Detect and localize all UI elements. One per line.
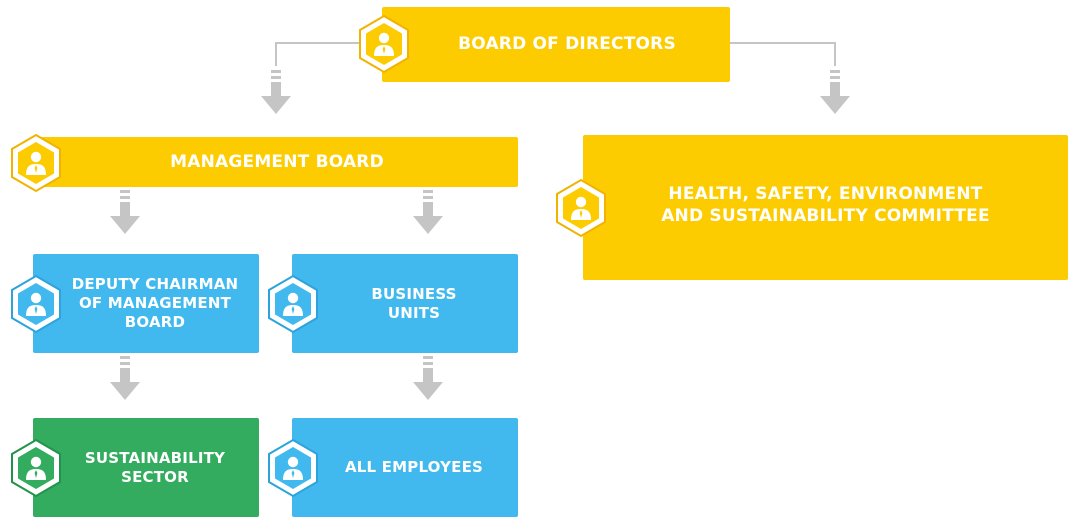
node-sustainability-sector: SUSTAINABILITY SECTOR	[33, 418, 259, 517]
arrow-to-business-units	[408, 190, 448, 236]
arrow-to-hse-committee	[815, 70, 855, 116]
arrow-to-sustainability-sector	[105, 356, 145, 402]
node-all-employees: ALL EMPLOYEES	[292, 418, 518, 517]
node-hse-committee: HEALTH, SAFETY, ENVIRONMENT AND SUSTAINA…	[583, 135, 1068, 280]
person-icon	[9, 438, 63, 498]
node-label: MANAGEMENT BOARD	[170, 151, 384, 172]
node-label: HEALTH, SAFETY, ENVIRONMENT AND SUSTAINA…	[661, 183, 990, 226]
line-to-hse-committee	[729, 42, 836, 66]
person-icon	[357, 14, 411, 74]
person-icon	[554, 178, 608, 238]
node-management-board: MANAGEMENT BOARD	[36, 137, 518, 187]
node-label: SUSTAINABILITY SECTOR	[84, 448, 226, 486]
node-board-of-directors: BOARD OF DIRECTORS	[382, 7, 730, 82]
person-icon	[9, 274, 63, 334]
node-label: BUSINESS UNITS	[371, 284, 457, 322]
arrow-to-deputy-chairman	[105, 190, 145, 236]
node-label: DEPUTY CHAIRMAN OF MANAGEMENT BOARD	[71, 275, 239, 331]
node-label: ALL EMPLOYEES	[344, 458, 484, 476]
arrow-to-management-board	[256, 70, 296, 116]
arrow-to-all-employees	[408, 356, 448, 402]
person-icon	[266, 274, 320, 334]
person-icon	[9, 133, 63, 193]
node-deputy-chairman: DEPUTY CHAIRMAN OF MANAGEMENT BOARD	[33, 254, 259, 353]
person-icon	[266, 438, 320, 498]
line-to-management-board	[275, 42, 362, 66]
node-business-units: BUSINESS UNITS	[292, 254, 518, 353]
node-label: BOARD OF DIRECTORS	[458, 34, 676, 54]
